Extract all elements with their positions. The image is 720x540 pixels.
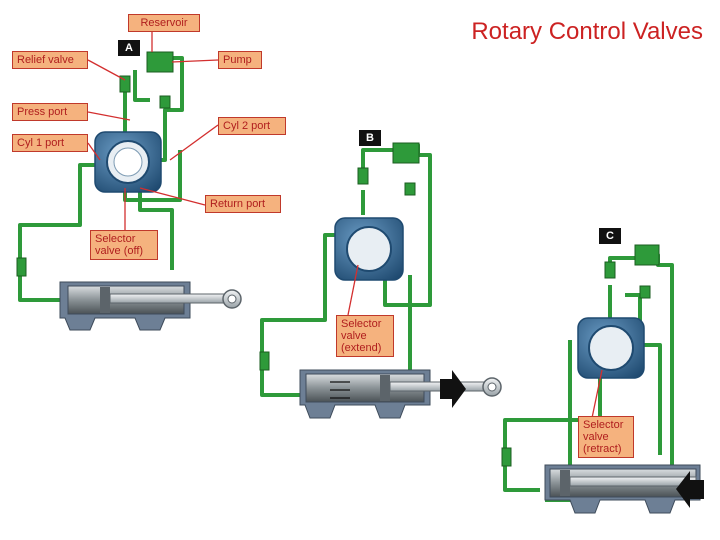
cylinder-c	[544, 464, 701, 514]
selector-c-line3: (retract)	[583, 443, 622, 455]
panel-b-leaders	[347, 264, 359, 316]
cylinder-a	[59, 281, 242, 331]
slide-title: Rotary Control Valves	[471, 18, 703, 45]
callout-cyl1-port: Cyl 1 port	[12, 134, 88, 152]
c-cyl-line	[503, 360, 602, 492]
selector-a-line2: valve (off)	[95, 245, 144, 257]
b-extend-line	[260, 233, 345, 397]
callout-return-port: Return port	[205, 195, 281, 213]
reservoir-line	[150, 56, 184, 162]
callout-relief-valve: Relief valve	[12, 51, 88, 69]
panel-a-badge: A	[118, 40, 140, 56]
right-arrow-icon	[440, 370, 466, 408]
selector-b-line1: Selector	[341, 318, 382, 330]
pump-housing-b	[259, 142, 420, 371]
callout-selector-a: Selector valve (off)	[90, 230, 158, 260]
selector-b-line2: valve	[341, 330, 367, 342]
selector-c-line2: valve	[583, 431, 609, 443]
selector-c-line1: Selector	[583, 419, 624, 431]
panel-c-leaders	[591, 369, 603, 419]
callout-reservoir: Reservoir	[128, 14, 200, 32]
selector-b-line3: (extend)	[341, 342, 382, 354]
callout-cyl2-port: Cyl 2 port	[218, 117, 286, 135]
panel-b	[259, 142, 502, 419]
panel-c	[501, 244, 704, 514]
cylinder-b	[299, 369, 502, 419]
selector-valve-b	[334, 217, 404, 281]
panel-a	[16, 22, 242, 331]
callout-press-port: Press port	[12, 103, 88, 121]
cyl1-line	[18, 163, 98, 302]
selector-valve-c	[577, 317, 645, 379]
pump-housing-c	[501, 244, 660, 467]
selector-valve-a	[94, 131, 162, 193]
panel-c-badge: C	[599, 228, 621, 244]
panel-b-badge: B	[359, 130, 381, 146]
selector-a-line1: Selector	[95, 233, 136, 245]
pump-loop-line	[133, 70, 150, 102]
callout-selector-b: Selector valve (extend)	[336, 315, 394, 357]
callout-pump: Pump	[218, 51, 262, 69]
left-arrow-icon	[676, 471, 704, 508]
callout-selector-c: Selector valve (retract)	[578, 416, 634, 458]
